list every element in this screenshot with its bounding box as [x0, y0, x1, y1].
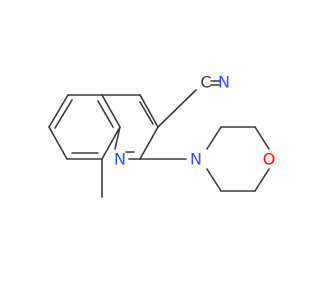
- bond-c4-c3: [139, 94, 159, 128]
- nitrile-nitrogen-label: N: [218, 73, 230, 92]
- bond-c3-c2: [139, 126, 159, 160]
- molecule-canvas: N C N N O: [48, 72, 276, 198]
- bond-c2m-o: [254, 126, 270, 150]
- bond-c8a-c4a: [101, 94, 121, 128]
- bond-n1-c8a: [114, 126, 121, 150]
- bond-c5-c6: [48, 94, 69, 128]
- bond-c6-c7-double-inner: [54, 99, 73, 129]
- bond-cn-triple-1: [157, 89, 197, 128]
- bond-c8a-c4a-double-inner: [97, 100, 114, 128]
- bond-o-c3m: [254, 168, 270, 192]
- bond-nmorph-c1: [206, 126, 222, 150]
- ring-nitrogen-label: N: [114, 150, 126, 169]
- bond-c6-c7: [48, 126, 68, 160]
- bonds: [48, 80, 270, 198]
- bond-c4-c3-double-inner: [139, 101, 154, 125]
- bond-c4m-nmorph: [206, 168, 222, 192]
- morpholine-oxygen-label: O: [263, 150, 276, 169]
- nitrile-carbon-label: C: [200, 73, 211, 92]
- atom-labels: N C N N O: [114, 73, 275, 169]
- morpholine-nitrogen-label: N: [190, 150, 202, 169]
- structure-diagram: N C N N O: [48, 73, 275, 198]
- bond-c8-c8a: [101, 126, 121, 160]
